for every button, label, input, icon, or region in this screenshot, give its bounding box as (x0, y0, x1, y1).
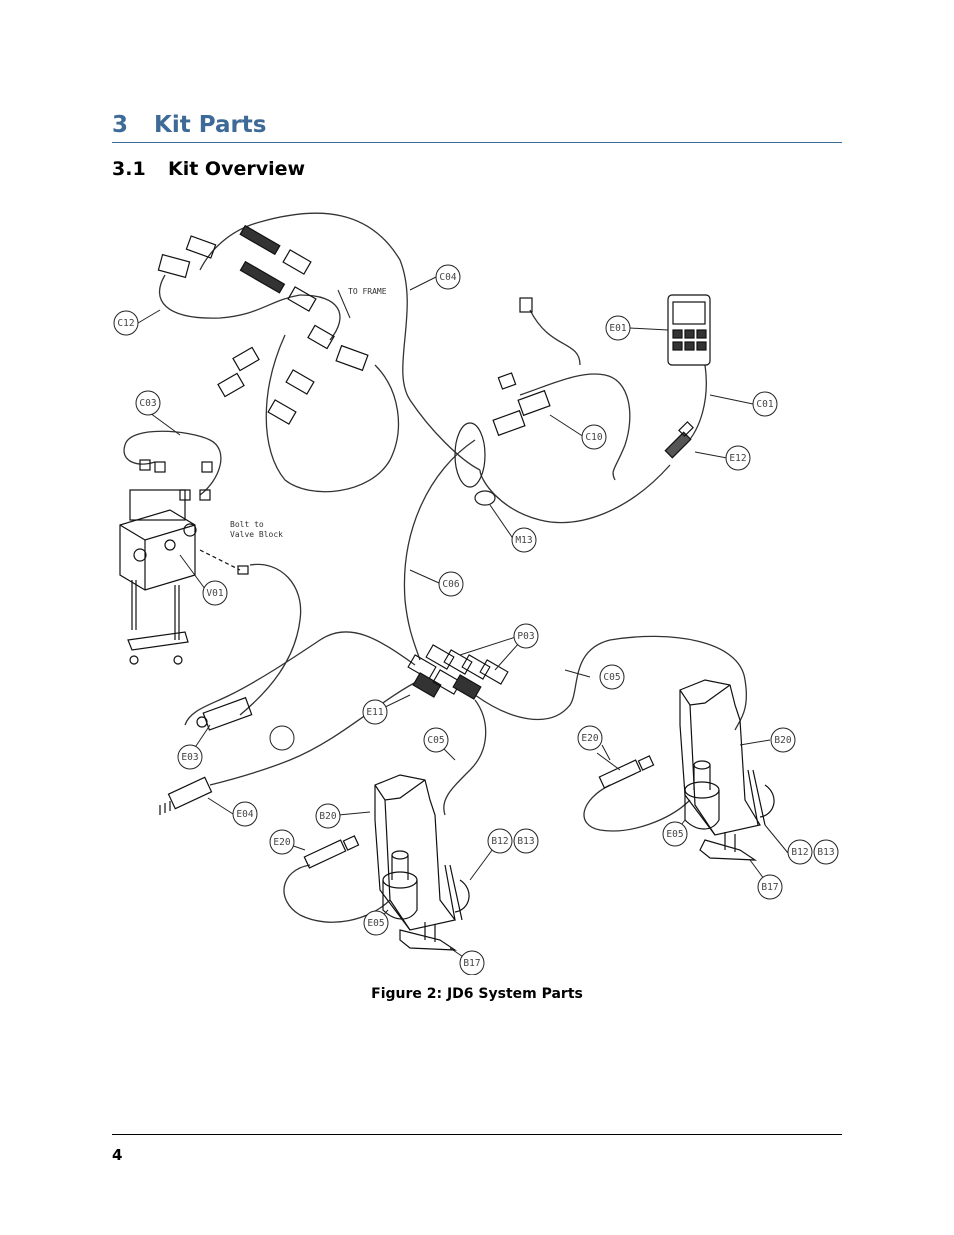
section-heading: 3 Kit Parts (112, 110, 842, 143)
callout-e05-left: E05 (367, 918, 384, 929)
callout-bubbles (113, 264, 839, 975)
callout-c12: C12 (117, 318, 134, 329)
callout-c03: C03 (139, 398, 156, 409)
callout-b17-left: B17 (463, 958, 480, 969)
section-title: Kit Parts (154, 112, 267, 138)
diagram-notes: TO FRAME Bolt to Valve Block (230, 287, 387, 539)
callout-b12-right: B12 (791, 847, 808, 858)
callout-c04: C04 (439, 272, 456, 283)
sensor-connectors (159, 696, 253, 815)
parts-diagram: C04 C12 E01 C01 C03 C10 E12 M13 V01 C06 … (113, 212, 839, 975)
callout-b13-left: B13 (517, 836, 534, 847)
callout-b13-right: B13 (817, 847, 834, 858)
callout-bubble-extra (577, 725, 611, 761)
harness-connectors (139, 224, 551, 501)
callout-e20-right-overlay: E20 (581, 733, 598, 744)
footer-divider (112, 1134, 842, 1135)
callout-labels: C04 C12 E01 C01 C03 C10 E12 M13 V01 C06 … (117, 272, 834, 969)
cable-lines (123, 212, 747, 923)
subsection-title: Kit Overview (168, 158, 306, 180)
note-bolt-line1: Bolt to (230, 520, 264, 529)
subsection-number: 3.1 (112, 158, 146, 180)
callout-c05-right: C05 (603, 672, 620, 683)
callout-e04: E04 (236, 809, 253, 820)
callout-b20-right: B20 (774, 735, 791, 746)
callout-v01: V01 (206, 588, 223, 599)
callout-e12: E12 (729, 453, 746, 464)
callout-m13: M13 (515, 535, 532, 546)
callout-b20-left: B20 (319, 811, 336, 822)
figure-caption: Figure 2: JD6 System Parts (371, 986, 583, 1002)
manifold-connectors (407, 644, 509, 700)
callout-e11: E11 (366, 707, 383, 718)
page-number: 4 (112, 1146, 123, 1164)
callout-b17-right: B17 (761, 882, 778, 893)
callout-e01: E01 (609, 323, 626, 334)
display-module (667, 294, 711, 366)
note-bolt-line2: Valve Block (230, 530, 283, 539)
valve-block (119, 489, 249, 665)
callout-e05-right: E05 (666, 829, 683, 840)
callout-p03: P03 (517, 631, 534, 642)
section-number: 3 (112, 112, 129, 138)
callout-leaders (137, 276, 789, 964)
callout-c01: C01 (756, 399, 773, 410)
callout-e03: E03 (181, 752, 198, 763)
grommet (454, 422, 496, 506)
inline-connector (664, 421, 694, 459)
callout-c06: C06 (442, 579, 459, 590)
row-unit-bracket-left (303, 774, 470, 951)
callout-c10: C10 (585, 432, 602, 443)
callout-c05-left: C05 (427, 735, 444, 746)
note-to-frame: TO FRAME (348, 287, 387, 296)
callout-e20-left: E20 (273, 837, 290, 848)
callout-b12-left: B12 (491, 836, 508, 847)
